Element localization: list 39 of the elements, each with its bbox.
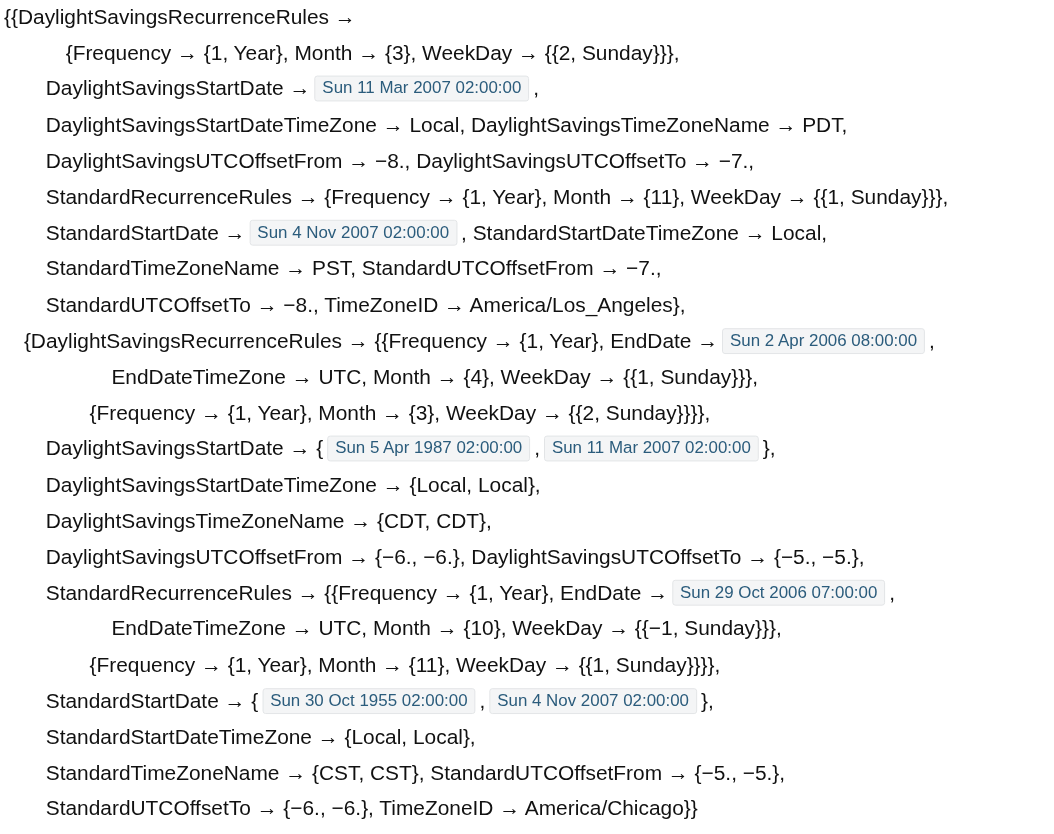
code-text: StandardTimeZoneName → PST, StandardUTCOffsetFrom → −7., [45, 255, 662, 282]
code-text: , [479, 688, 486, 714]
code-text: StandardUTCOffsetTo → −8., TimeZoneID → America/Los_Angeles}, [45, 292, 686, 319]
date-object: Sun 5 Apr 1987 02:00:00 [327, 436, 531, 462]
date-object: Sun 11 Mar 2007 02:00:00 [314, 76, 530, 102]
date-object: Sun 11 Mar 2007 02:00:00 [543, 436, 759, 462]
code-text: , [889, 579, 896, 606]
code-text: {DaylightSavingsRecurrenceRules → {{Frequency → {1, Year}, EndDate → [23, 328, 719, 354]
code-text: StandardTimeZoneName → {CST, CST}, StandardUTCOffsetFrom → {−5., −5.}, [45, 759, 786, 786]
code-text: DaylightSavingsStartDate → { [45, 435, 324, 462]
date-object: Sun 2 Apr 2006 08:00:00 [722, 328, 926, 354]
code-text: {{DaylightSavingsRecurrenceRules → [4, 4, 356, 30]
date-object: Sun 30 Oct 1955 02:00:00 [262, 688, 476, 714]
code-text: DaylightSavingsStartDate → [45, 75, 311, 102]
code-text: EndDateTimeZone → UTC, Month → {4}, WeekDay → {{1, Sunday}}}, [111, 364, 758, 390]
code-text: , [534, 435, 540, 462]
code-text: StandardStartDate → [45, 219, 246, 246]
code-text: , [929, 328, 935, 354]
code-text: StandardStartDate → { [45, 688, 259, 714]
code-text: {Frequency → {1, Year}, Month → {3}, WeekDay → {{2, Sunday}}}, [65, 39, 680, 66]
code-text: }, [762, 435, 776, 462]
date-object: Sun 4 Nov 2007 02:00:00 [489, 688, 697, 714]
code-text: DaylightSavingsTimeZoneName → {CDT, CDT}, [45, 508, 492, 534]
code-text: DaylightSavingsUTCOffsetFrom → {−6., −6.}, DaylightSavingsUTCOffsetTo → {−5., −5.}, [45, 544, 865, 570]
code-text: EndDateTimeZone → UTC, Month → {10}, WeekDay → {{−1, Sunday}}}, [111, 615, 782, 642]
code-text: StandardRecurrenceRules → {{Frequency → {1, Year}, EndDate → [45, 579, 669, 606]
code-text: DaylightSavingsStartDateTimeZone → Local, DaylightSavingsTimeZoneName → PDT, [45, 112, 848, 138]
code-text: StandardStartDateTimeZone → {Local, Local}, [45, 724, 476, 750]
code-text: StandardRecurrenceRules → {Frequency → {1, Year}, Month → {11}, WeekDay → {{1, Sunday}}}, [45, 184, 949, 210]
code-text: , StandardStartDateTimeZone → Local, [461, 219, 828, 246]
code-text: {Frequency → {1, Year}, Month → {11}, WeekDay → {{1, Sunday}}}}, [89, 652, 721, 678]
code-text: }, [700, 688, 714, 714]
code-text: , [533, 75, 540, 102]
code-text: {Frequency → {1, Year}, Month → {3}, WeekDay → {{2, Sunday}}}}, [89, 399, 711, 426]
date-object: Sun 4 Nov 2007 02:00:00 [249, 220, 458, 246]
code-text: DaylightSavingsUTCOffsetFrom → −8., DaylightSavingsUTCOffsetTo → −7., [45, 148, 755, 174]
code-text: StandardUTCOffsetTo → {−6., −6.}, TimeZoneID → America/Chicago}} [45, 795, 698, 822]
code-text: DaylightSavingsStartDateTimeZone → {Local, Local}, [45, 472, 541, 498]
date-object: Sun 29 Oct 2006 07:00:00 [672, 580, 886, 606]
